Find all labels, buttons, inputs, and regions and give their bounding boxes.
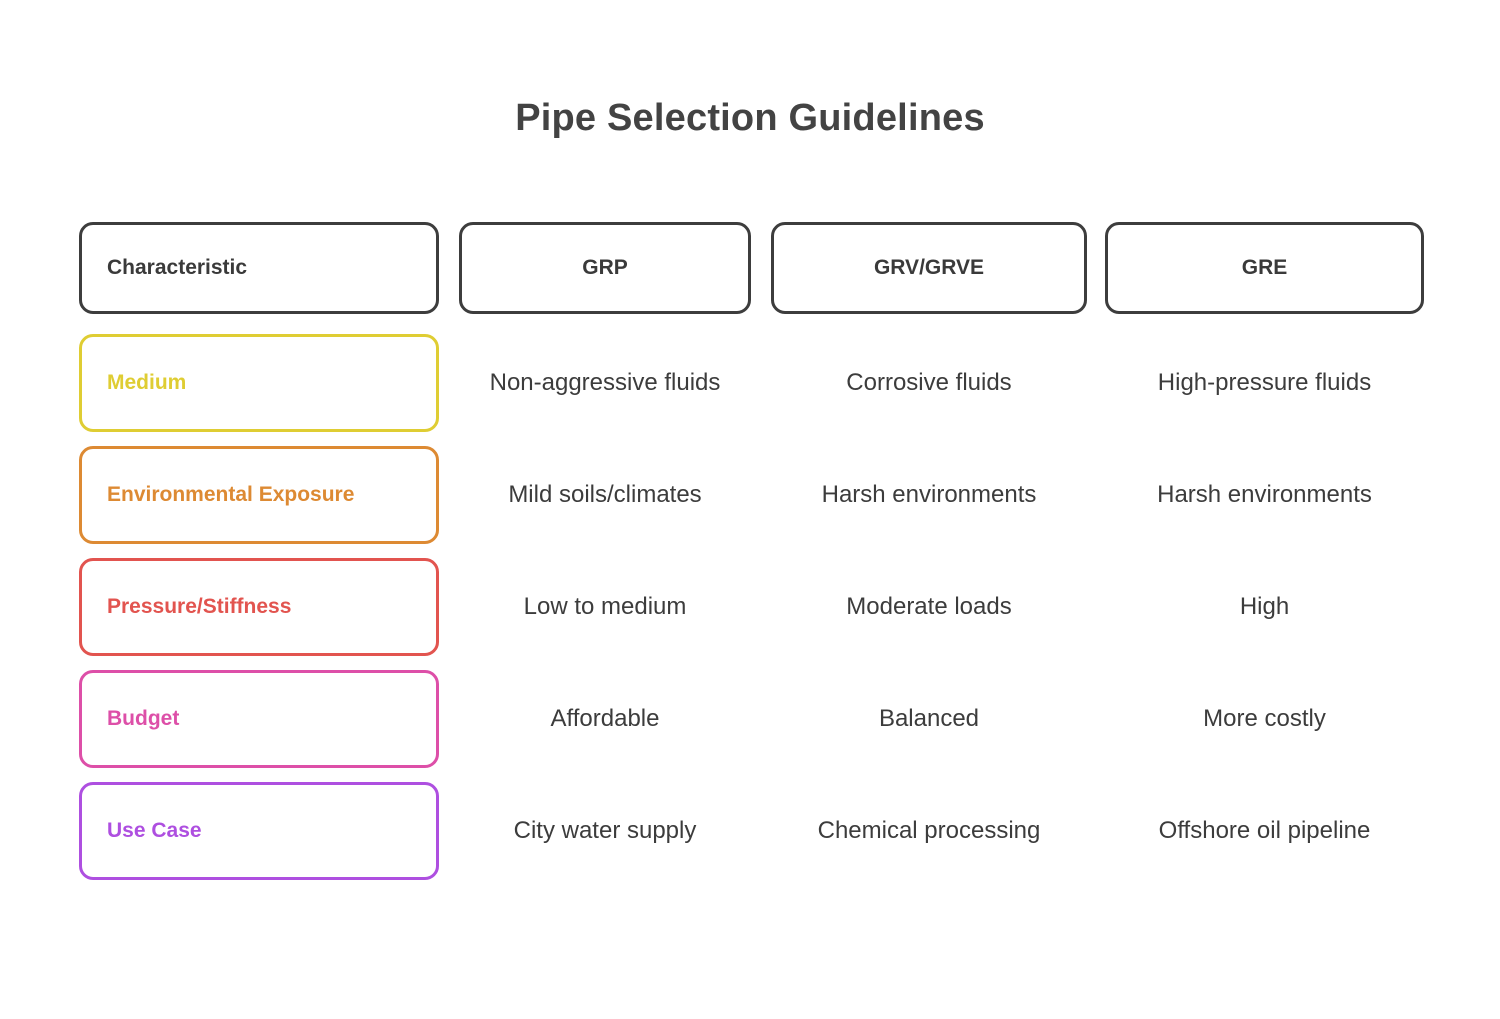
column-gap xyxy=(751,782,771,880)
cell-environmental-exposure-grp: Mild soils/climates xyxy=(508,480,702,508)
column-gap xyxy=(1087,222,1105,314)
table-row: Use Case City water supply Chemical proc… xyxy=(79,782,1424,880)
row-label-use-case[interactable]: Use Case xyxy=(79,782,439,880)
table-row: Environmental Exposure Mild soils/climat… xyxy=(79,446,1424,544)
row-label-budget[interactable]: Budget xyxy=(79,670,439,768)
table-row: Medium Non-aggressive fluids Corrosive f… xyxy=(79,334,1424,432)
column-gap xyxy=(439,670,459,768)
comparison-table: Characteristic GRP GRV/GRVE GRE Medium N… xyxy=(79,222,1424,894)
row-label-medium[interactable]: Medium xyxy=(79,334,439,432)
cell-use-case-gre: Offshore oil pipeline xyxy=(1158,816,1371,844)
column-gap xyxy=(439,222,459,314)
cell-environmental-exposure-grv-grve: Harsh environments xyxy=(821,480,1037,508)
cell-use-case-grp: City water supply xyxy=(513,816,697,844)
column-gap xyxy=(1087,334,1105,432)
column-gap xyxy=(1087,670,1105,768)
cell-pressure-stiffness-grp: Low to medium xyxy=(523,592,687,620)
cell-pressure-stiffness-grv-grve: Moderate loads xyxy=(846,592,1012,620)
cell-pressure-stiffness-gre: High xyxy=(1239,592,1290,620)
column-gap xyxy=(1087,558,1105,656)
column-gap xyxy=(1087,446,1105,544)
table-row: Pressure/Stiffness Low to medium Moderat… xyxy=(79,558,1424,656)
table-header-row: Characteristic GRP GRV/GRVE GRE xyxy=(79,222,1424,314)
cell-medium-grp: Non-aggressive fluids xyxy=(489,368,721,396)
column-gap xyxy=(751,446,771,544)
cell-use-case-grv-grve: Chemical processing xyxy=(817,816,1041,844)
cell-budget-grp: Affordable xyxy=(550,704,660,732)
cell-medium-grv-grve: Corrosive fluids xyxy=(846,368,1012,396)
table-row: Budget Affordable Balanced More costly xyxy=(79,670,1424,768)
column-gap xyxy=(751,670,771,768)
page-title: Pipe Selection Guidelines xyxy=(515,97,985,139)
column-gap xyxy=(439,334,459,432)
column-gap xyxy=(439,446,459,544)
column-gap xyxy=(751,334,771,432)
column-gap xyxy=(751,558,771,656)
row-label-environmental-exposure[interactable]: Environmental Exposure xyxy=(79,446,439,544)
header-cell-grv-grve[interactable]: GRV/GRVE xyxy=(771,222,1087,314)
cell-medium-gre: High-pressure fluids xyxy=(1157,368,1372,396)
header-cell-grp[interactable]: GRP xyxy=(459,222,751,314)
column-gap xyxy=(1087,782,1105,880)
column-gap xyxy=(439,558,459,656)
header-cell-characteristic[interactable]: Characteristic xyxy=(79,222,439,314)
row-label-pressure-stiffness[interactable]: Pressure/Stiffness xyxy=(79,558,439,656)
column-gap xyxy=(439,782,459,880)
column-gap xyxy=(751,222,771,314)
cell-budget-grv-grve: Balanced xyxy=(878,704,980,732)
cell-environmental-exposure-gre: Harsh environments xyxy=(1157,480,1372,508)
cell-budget-gre: More costly xyxy=(1203,704,1326,732)
header-cell-gre[interactable]: GRE xyxy=(1105,222,1424,314)
